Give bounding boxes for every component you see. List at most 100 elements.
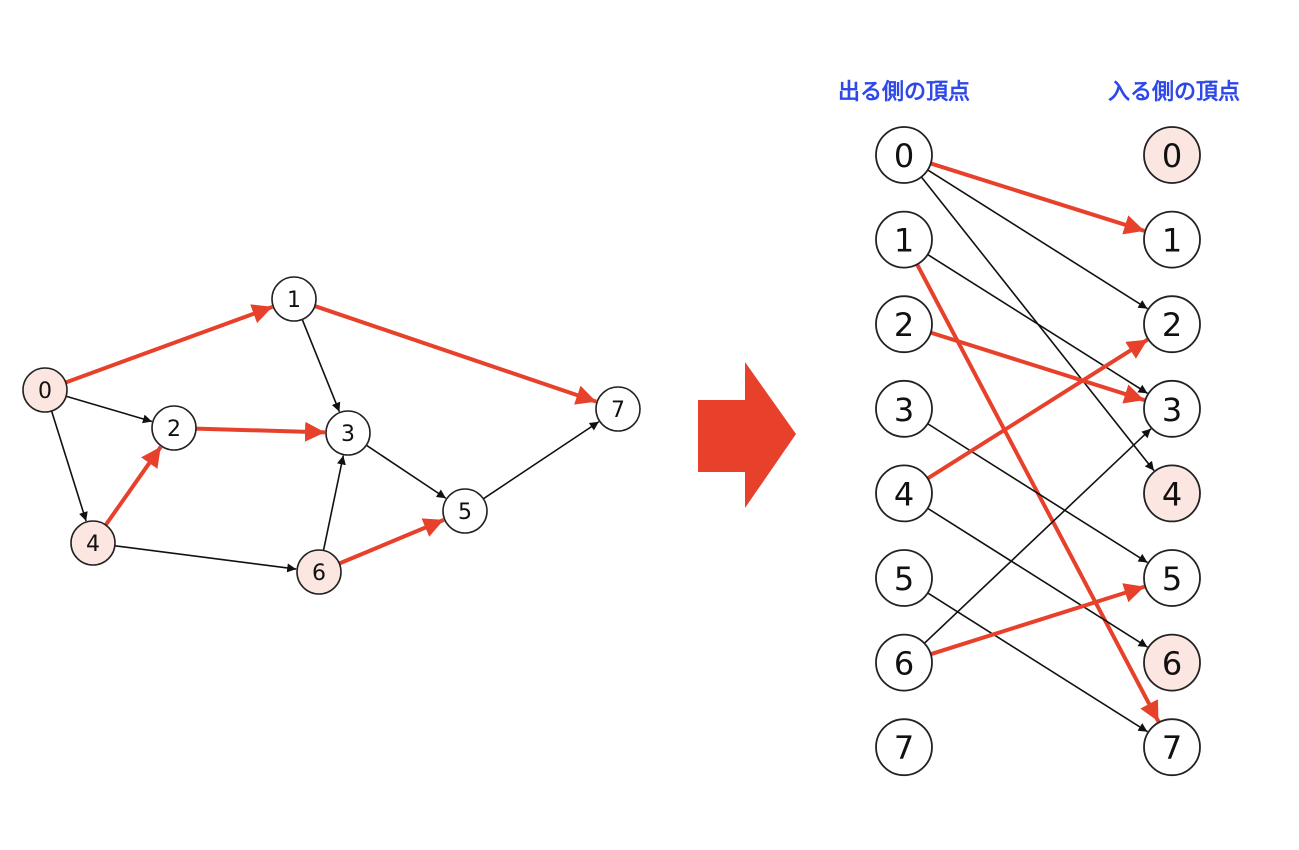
out-node-label: 1 bbox=[894, 222, 914, 260]
in-node-3: 3 bbox=[1143, 379, 1201, 438]
graph-node-circle bbox=[442, 488, 488, 534]
graph-edge-0-2 bbox=[65, 395, 153, 424]
in-node-label: 6 bbox=[1162, 645, 1182, 683]
in-node-label: 0 bbox=[1162, 137, 1182, 175]
out-node-label: 4 bbox=[894, 475, 914, 513]
graph-node-circle bbox=[271, 276, 317, 322]
graph-edge-5-7 bbox=[482, 421, 600, 500]
out-node-circle bbox=[875, 126, 933, 184]
graph-node-label: 6 bbox=[312, 561, 326, 586]
graph-edge-4-2-matched bbox=[104, 445, 163, 527]
graph-node-2: 2 bbox=[151, 405, 197, 451]
graph-node-label: 2 bbox=[167, 417, 181, 442]
transform-arrow bbox=[698, 362, 796, 508]
out-node-label: 3 bbox=[894, 391, 914, 429]
in-node-circle bbox=[1143, 295, 1201, 354]
out-node-label: 2 bbox=[894, 306, 914, 344]
bipartite-edge-4-6 bbox=[927, 507, 1148, 648]
out-node-label: 6 bbox=[894, 645, 914, 683]
in-node-label: 4 bbox=[1162, 475, 1182, 513]
bipartite-edge-6-5-matched bbox=[930, 583, 1145, 657]
graph-node-6: 6 bbox=[296, 549, 342, 595]
graph-edge-1-3 bbox=[301, 319, 341, 412]
bipartite-right-column: 0 1 2 3 4 5 6 7 bbox=[1143, 126, 1201, 777]
bipartite-left-column: 0 1 2 3 4 5 6 7 bbox=[875, 126, 933, 777]
in-node-4: 4 bbox=[1143, 464, 1201, 523]
in-node-1: 1 bbox=[1143, 210, 1201, 269]
bipartite-edge-3-5 bbox=[927, 423, 1148, 564]
in-node-label: 3 bbox=[1162, 391, 1182, 429]
bipartite-edge-4-2-matched bbox=[926, 337, 1149, 481]
graph-node-1: 1 bbox=[271, 276, 317, 322]
in-node-2: 2 bbox=[1143, 295, 1201, 354]
graph-nodes: 0 1 2 3 4 5 6 7 bbox=[22, 276, 641, 595]
in-node-circle bbox=[1143, 718, 1201, 777]
in-node-label: 7 bbox=[1162, 729, 1182, 767]
out-side-header: 出る側の頂点 bbox=[837, 80, 970, 105]
out-node-1: 1 bbox=[875, 210, 933, 269]
bipartite-edge-0-2 bbox=[927, 169, 1148, 310]
out-node-circle bbox=[875, 549, 933, 607]
graph-edge-6-3 bbox=[322, 455, 346, 551]
graph-node-label: 4 bbox=[86, 532, 100, 557]
in-node-circle bbox=[1143, 126, 1201, 184]
graph-node-circle bbox=[22, 367, 68, 413]
out-node-label: 7 bbox=[894, 729, 914, 767]
graph-edge-1-7-matched bbox=[314, 304, 597, 405]
in-node-label: 2 bbox=[1162, 306, 1182, 344]
graph-node-7: 7 bbox=[595, 386, 641, 432]
out-node-0: 0 bbox=[875, 126, 933, 184]
out-node-circle bbox=[875, 210, 933, 269]
in-node-label: 5 bbox=[1162, 560, 1182, 598]
in-node-circle bbox=[1143, 549, 1201, 607]
in-node-circle bbox=[1143, 464, 1201, 523]
out-node-circle bbox=[875, 295, 933, 354]
graph-node-4: 4 bbox=[70, 520, 116, 566]
out-node-4: 4 bbox=[875, 464, 933, 523]
in-node-label: 1 bbox=[1162, 222, 1182, 260]
in-node-circle bbox=[1143, 379, 1201, 438]
graph-node-label: 3 bbox=[341, 422, 355, 447]
graph-node-5: 5 bbox=[442, 488, 488, 534]
in-node-7: 7 bbox=[1143, 718, 1201, 777]
out-node-circle bbox=[875, 718, 933, 777]
graph-node-0: 0 bbox=[22, 367, 68, 413]
graph-edges bbox=[50, 304, 600, 573]
out-node-circle bbox=[875, 633, 933, 692]
graph-edge-0-4 bbox=[50, 410, 88, 522]
bipartite-edge-0-1-matched bbox=[930, 161, 1145, 235]
bipartite-edge-1-3 bbox=[927, 253, 1148, 394]
out-node-label: 5 bbox=[894, 560, 914, 598]
bipartite-edges bbox=[915, 161, 1161, 733]
out-node-5: 5 bbox=[875, 549, 933, 607]
graph-node-label: 7 bbox=[611, 398, 625, 423]
bipartite-edge-6-3 bbox=[923, 428, 1152, 644]
out-node-6: 6 bbox=[875, 633, 933, 692]
graph-node-label: 5 bbox=[458, 500, 472, 525]
graph-node-circle bbox=[70, 520, 116, 566]
graph-node-circle bbox=[151, 405, 197, 451]
out-node-3: 3 bbox=[875, 379, 933, 438]
out-node-7: 7 bbox=[875, 718, 933, 777]
graph-node-circle bbox=[296, 549, 342, 595]
graph-edge-6-5-matched bbox=[338, 518, 445, 566]
graph-node-label: 1 bbox=[287, 288, 301, 313]
bipartite-edge-5-7 bbox=[927, 592, 1148, 733]
out-node-2: 2 bbox=[875, 295, 933, 354]
in-node-0: 0 bbox=[1143, 126, 1201, 184]
in-node-circle bbox=[1143, 633, 1201, 692]
graph-node-label: 0 bbox=[38, 379, 52, 404]
graph-node-circle bbox=[595, 386, 641, 432]
out-node-circle bbox=[875, 379, 933, 438]
out-node-label: 0 bbox=[894, 137, 914, 175]
in-node-circle bbox=[1143, 210, 1201, 269]
in-node-6: 6 bbox=[1143, 633, 1201, 692]
in-side-header: 入る側の頂点 bbox=[1107, 80, 1240, 105]
graph-edge-4-6 bbox=[114, 545, 297, 573]
bipartite-edge-2-3-matched bbox=[930, 330, 1145, 404]
graph-edge-2-3-matched bbox=[195, 421, 326, 442]
in-node-5: 5 bbox=[1143, 549, 1201, 607]
graph-edge-3-5 bbox=[365, 444, 447, 499]
graph-edge-0-1-matched bbox=[64, 304, 274, 385]
